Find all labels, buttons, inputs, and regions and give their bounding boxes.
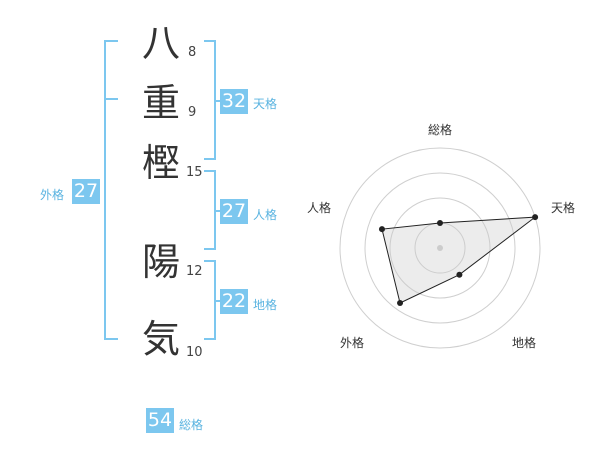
radar-label-tenkaku: 天格 [551, 200, 575, 215]
jinkaku-value: 27 [220, 199, 248, 224]
radar-ring [389, 197, 491, 299]
tenkaku-bracket-tick [214, 100, 222, 102]
radar-points [378, 214, 539, 307]
soukaku-label: 総格 [179, 418, 204, 432]
name-char-3: 樫 [142, 141, 181, 185]
radar-center-dot [437, 245, 443, 251]
radar-point-1 [532, 214, 539, 221]
gaikaku-bracket-tick [104, 98, 118, 100]
stroke-count-2: 9 [188, 105, 197, 120]
gaikaku-bracket [104, 40, 118, 340]
stroke-count-3: 15 [186, 165, 203, 180]
jinkaku-label: 人格 [253, 208, 278, 222]
name-char-5: 気 [142, 317, 181, 361]
radar-point-2 [456, 271, 463, 278]
name-char-1: 八 [142, 21, 181, 65]
radar-data-polygon [381, 216, 537, 304]
radar-ring [364, 172, 516, 324]
radar-point-4 [378, 226, 385, 233]
radar-ring [339, 147, 541, 349]
gaikaku-value: 27 [72, 179, 100, 204]
stroke-count-5: 10 [186, 345, 203, 360]
radar-point-3 [397, 300, 404, 307]
tenkaku-value: 32 [220, 89, 248, 114]
stroke-count-1: 8 [188, 45, 197, 60]
gaikaku-label: 外格 [40, 188, 65, 202]
tenkaku-label: 天格 [253, 97, 278, 111]
radar-rings [339, 147, 541, 349]
chikaku-bracket-tick [214, 300, 222, 302]
radar-label-chikaku: 地格 [512, 335, 536, 350]
stroke-count-4: 12 [186, 264, 203, 279]
name-char-4: 陽 [142, 240, 181, 284]
radar-point-0 [437, 220, 443, 226]
radar-label-jinkaku: 人格 [307, 200, 331, 215]
radar-label-soukaku: 総格 [428, 122, 452, 137]
name-char-2: 重 [142, 81, 181, 125]
jinkaku-bracket-tick [214, 210, 222, 212]
chikaku-label: 地格 [253, 298, 278, 312]
chikaku-value: 22 [220, 289, 248, 314]
radar-label-gaikaku: 外格 [340, 335, 364, 350]
soukaku-value: 54 [146, 408, 174, 433]
